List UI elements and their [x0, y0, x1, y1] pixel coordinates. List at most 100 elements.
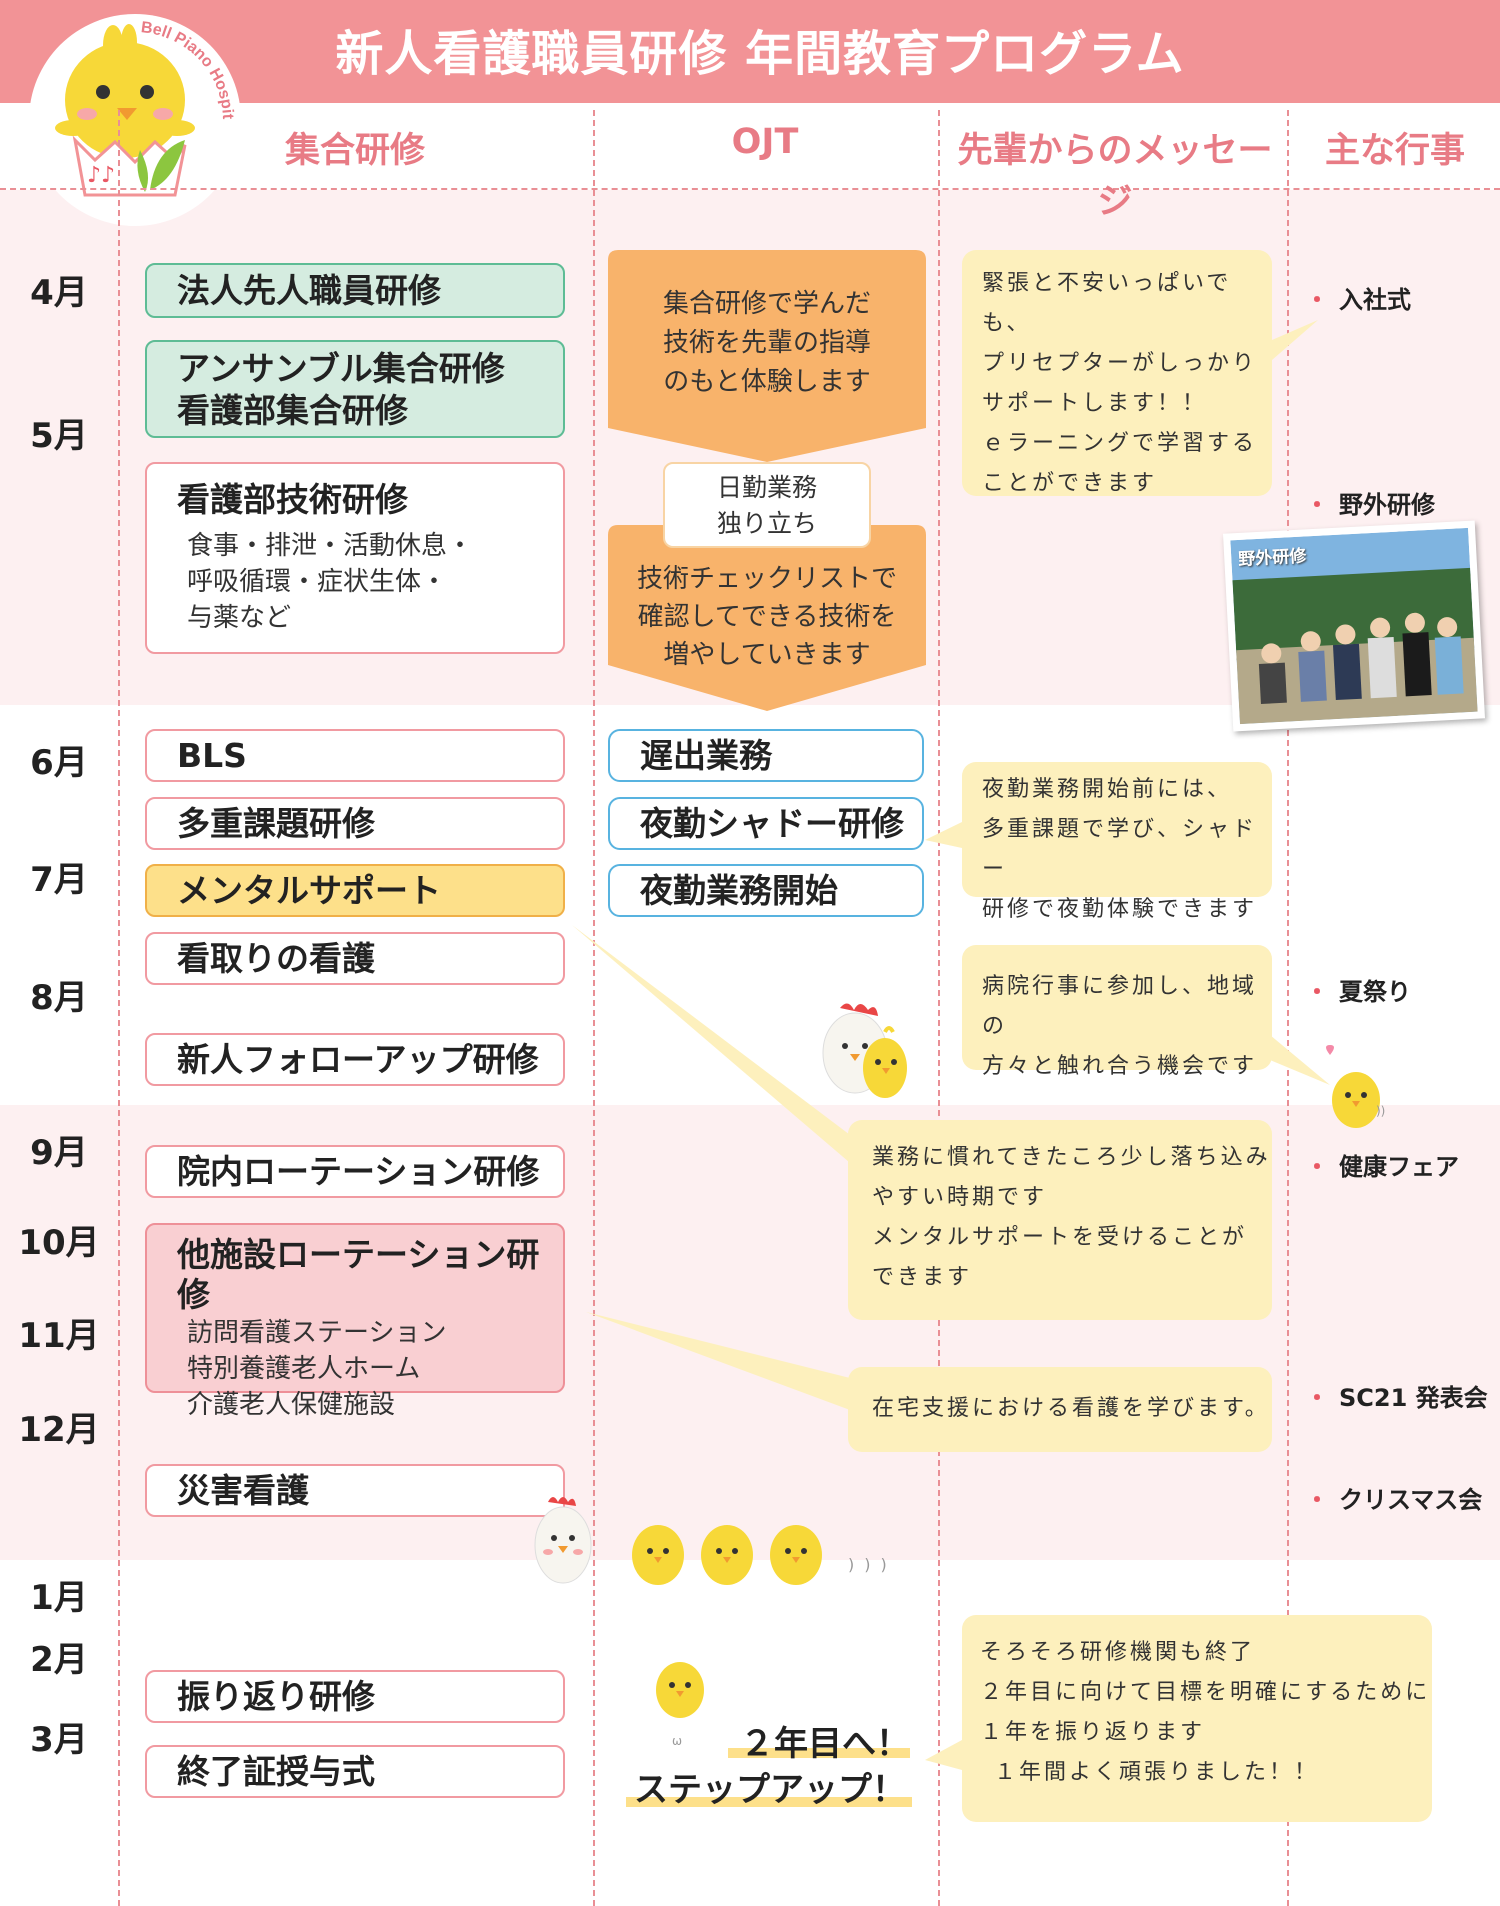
message-bubble: 在宅支援における看護を学びます。: [848, 1367, 1272, 1452]
month-label: 8月: [30, 978, 88, 1018]
month-label: 1月: [30, 1578, 88, 1618]
training-shuryo: 終了証授与式: [145, 1745, 565, 1798]
ojt-line: 集合研修で学んだ: [662, 289, 871, 319]
training-saigai: 災害看護: [145, 1464, 565, 1517]
training-sub: 食事・排泄・活動休息・: [187, 531, 474, 561]
bullet: ・: [1305, 978, 1329, 1006]
message-line: 方々と触れ合う機会です: [982, 1054, 1258, 1079]
training-tashisetsu: 他施設ローテーション研修 訪問看護ステーション 特別養護老人ホーム 介護老人保健…: [145, 1223, 565, 1420]
event-label: 夏祭り: [1339, 978, 1411, 1006]
logo: Bell Piano Hospital ♪♪: [21, 0, 245, 230]
month-label: 6月: [30, 743, 88, 783]
col-header-messages: 先輩からのメッセージ: [957, 131, 1273, 222]
svg-text:)): )): [1376, 1104, 1385, 1118]
message-line: 在宅支援における看護を学びます。: [872, 1396, 1270, 1421]
training-mental: メンタルサポート: [145, 864, 565, 917]
header-bar: [0, 0, 1500, 103]
col-divider-3: [938, 110, 940, 1906]
chick-icon: [770, 1525, 822, 1585]
ojt-dayshift-box: 日勤業務 独り立ち: [663, 462, 871, 548]
training-bls: BLS: [145, 729, 565, 782]
col-header-group-training: 集合研修: [284, 131, 425, 171]
month-label: 3月: [30, 1720, 88, 1760]
message-line: 夜勤業務開始前には、: [982, 777, 1233, 802]
message-line: そろそろ研修機関も終了: [980, 1640, 1256, 1665]
month-label: 7月: [30, 860, 88, 900]
message-line: ｅラーニングで学習する: [982, 431, 1258, 456]
ojt-label: 夜勤業務開始: [640, 871, 838, 910]
message-bubble: 業務に慣れてきたころ少し落ち込み やすい時期です メンタルサポートを受けることが…: [848, 1120, 1272, 1320]
training-sub: 介護老人保健施設: [187, 1390, 396, 1420]
training-label: 終了証授与式: [177, 1752, 375, 1791]
bullet: ・: [1305, 1486, 1329, 1514]
training-ensemble: アンサンブル集合研修 看護部集合研修: [145, 340, 565, 438]
month-label: 11月: [18, 1316, 100, 1356]
ojt-arrow-1: [608, 250, 926, 462]
month-label: 4月: [30, 273, 88, 313]
bullet: ・: [1305, 491, 1329, 519]
stepup-line-1: ２年目へ！: [740, 1724, 910, 1764]
col-divider-2: [593, 110, 595, 1906]
chicken-icon: [534, 1497, 592, 1584]
svg-text:♪♪: ♪♪: [87, 163, 115, 188]
bullet: ・: [1305, 1384, 1329, 1412]
chicken-icon: [822, 1003, 907, 1098]
page-title: 新人看護職員研修 年間教育プログラム: [335, 26, 1185, 82]
training-hojin: 法人先人職員研修: [145, 263, 565, 318]
training-sub: 呼吸循環・症状生体・: [187, 567, 448, 597]
training-mitori: 看取りの看護: [145, 932, 565, 985]
ojt-line: 技術を先輩の指導: [662, 328, 871, 358]
message-bubble: 夜勤業務開始前には、 多重課題で学び、シャドー 研修で夜勤体験できます: [962, 762, 1272, 922]
message-line: メンタルサポートを受けることが: [872, 1225, 1248, 1250]
month-label: 2月: [30, 1640, 88, 1680]
svg-text:ω: ω: [672, 1734, 682, 1748]
training-label: 災害看護: [177, 1471, 309, 1510]
event-item: ・SC21 発表会: [1305, 1378, 1488, 1413]
training-label: 院内ローテーション研修: [177, 1152, 540, 1191]
ojt-chishutsu: 遅出業務: [608, 729, 924, 782]
bullet: ・: [1305, 286, 1329, 314]
training-sub: 特別養護老人ホーム: [187, 1354, 421, 1384]
month-label: 12月: [18, 1410, 100, 1450]
chick-icon: ω: [656, 1662, 704, 1748]
event-item: ・入社式: [1305, 280, 1411, 315]
training-label: アンサンブル集合研修: [177, 349, 505, 388]
chick-icon: [632, 1525, 684, 1585]
bullet: ・: [1305, 1153, 1329, 1181]
training-innai: 院内ローテーション研修: [145, 1145, 565, 1198]
message-line: 多重課題で学び、シャドー: [982, 817, 1258, 882]
event-label: 入社式: [1339, 286, 1411, 314]
ojt-line: 独り立ち: [716, 509, 817, 538]
ojt-line: 日勤業務: [716, 473, 817, 502]
stepup-line-2: ステップアップ！: [634, 1770, 906, 1810]
ojt-label: 遅出業務: [640, 736, 772, 775]
stepup-highlight-1: [728, 1748, 910, 1758]
chick-icon: [701, 1525, 753, 1585]
event-item: ・夏祭り: [1305, 972, 1411, 1007]
photo-caption: 野外研修: [1237, 546, 1307, 570]
training-gijutsu: 看護部技術研修 食事・排泄・活動休息・ 呼吸循環・症状生体・ 与薬など: [145, 462, 565, 654]
col-divider-4: [1287, 110, 1289, 1906]
event-item: ・野外研修: [1305, 485, 1435, 520]
event-label: 野外研修: [1339, 491, 1435, 519]
col-header-events: 主な行事: [1324, 131, 1465, 171]
ojt-shadow: 夜勤シャドー研修: [608, 797, 924, 850]
message-line: １年間よく頑張りました！！: [994, 1760, 1320, 1785]
training-follow: 新人フォローアップ研修: [145, 1033, 565, 1086]
message-line: プリセプターがしっかり: [982, 351, 1258, 376]
message-line: ２年目に向けて目標を明確にするために: [980, 1680, 1431, 1705]
ojt-line: 技術チェックリストで: [636, 564, 897, 594]
ojt-arrow-2-text: 技術チェックリストで 確認してできる技術を 増やしていきます: [608, 560, 926, 674]
training-sub: 与薬など: [187, 603, 292, 633]
training-label: 多重課題研修: [177, 804, 375, 843]
message-bubble: そろそろ研修機関も終了 ２年目に向けて目標を明確にするために １年を振り返ります…: [962, 1615, 1432, 1822]
training-tajuu: 多重課題研修: [145, 797, 565, 850]
event-item: ・健康フェア: [1305, 1147, 1459, 1182]
motion-marks-icon: ))): [848, 1555, 897, 1574]
message-line: 業務に慣れてきたころ少し落ち込み: [872, 1145, 1271, 1170]
training-label: BLS: [177, 736, 247, 775]
message-line: １年を振り返ります: [980, 1720, 1206, 1745]
training-label: 法人先人職員研修: [177, 271, 441, 310]
month-label: 5月: [30, 416, 88, 456]
